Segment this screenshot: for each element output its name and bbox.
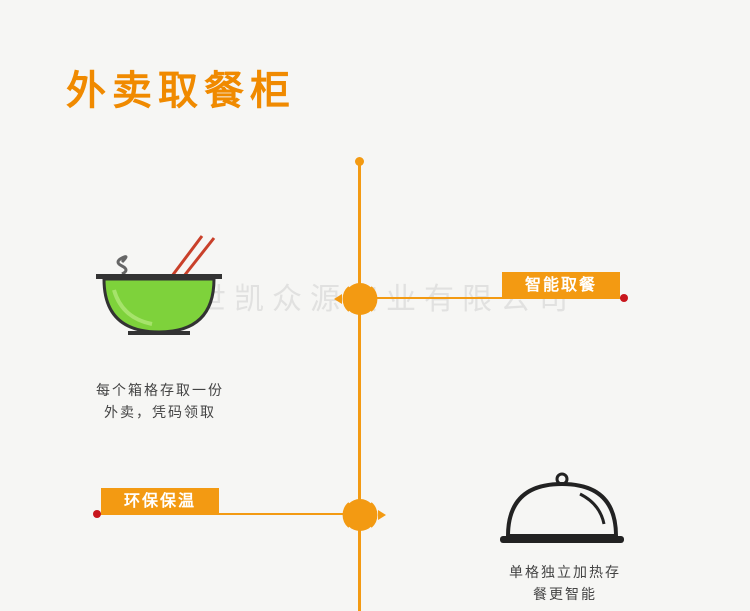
caption-line: 每个箱格存取一份 xyxy=(96,383,224,399)
timeline-node-left-pointing xyxy=(334,283,378,315)
timeline-node-right-pointing xyxy=(342,499,386,531)
feature-caption-cloche: 单格独立加热存 餐更智能 xyxy=(475,562,655,606)
food-cloche-icon xyxy=(500,472,624,543)
feature-caption-bowl: 每个箱格存取一份 外卖，凭码领取 xyxy=(70,380,250,424)
connector-line-left xyxy=(97,513,359,515)
caption-line: 外卖，凭码领取 xyxy=(104,405,216,421)
timeline-vertical-line xyxy=(358,160,361,611)
caption-line: 单格独立加热存 xyxy=(509,565,621,581)
caption-line: 餐更智能 xyxy=(533,587,597,603)
connector-line-right xyxy=(361,297,623,299)
food-bowl-icon xyxy=(96,235,222,335)
connector-end-dot xyxy=(93,510,101,518)
connector-end-dot xyxy=(620,294,628,302)
feature-tag-smart-pickup: 智能取餐 xyxy=(502,272,620,298)
page-title: 外卖取餐柜 xyxy=(66,68,296,114)
feature-tag-eco-warm: 环保保温 xyxy=(101,488,219,514)
timeline-start-dot xyxy=(355,157,364,166)
